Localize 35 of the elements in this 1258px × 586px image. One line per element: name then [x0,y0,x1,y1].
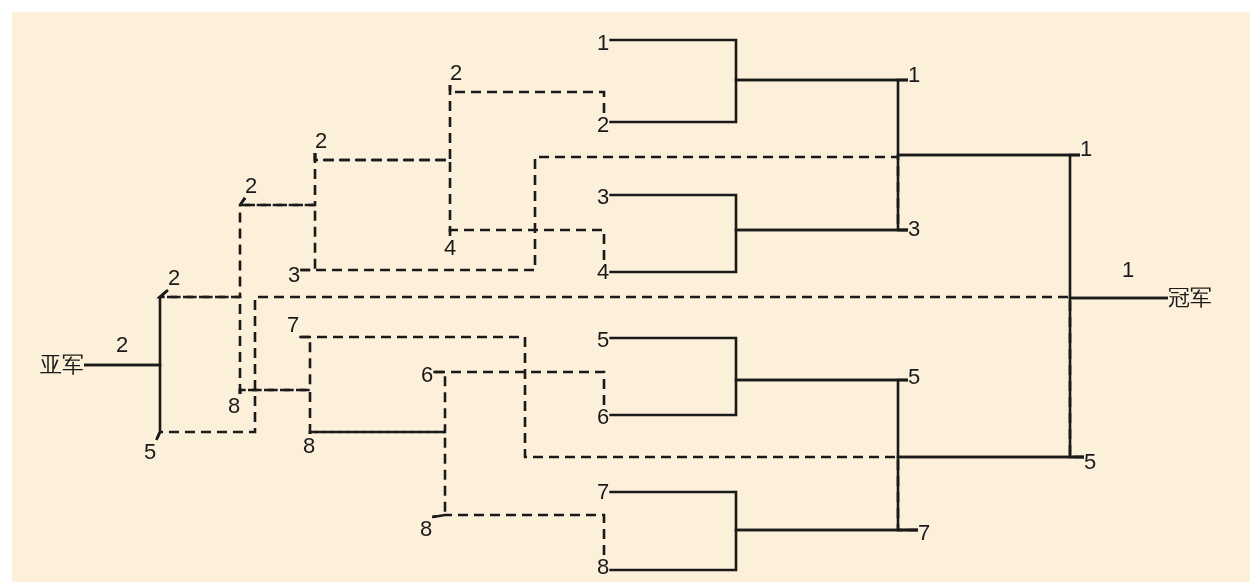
dashed-bracket-line [238,388,312,434]
team-number: 2 [315,129,328,153]
dashed-bracket-line [448,228,606,260]
team-number: 7 [597,480,610,504]
bracket-line [1068,296,1168,459]
team-number: 3 [597,185,610,209]
team-number: 8 [303,434,316,458]
team-number: 2 [450,61,463,85]
team-number: 1 [908,63,921,87]
team-number: 2 [168,266,181,290]
score-label: 2 [116,333,129,357]
place-label: 冠军 [1168,286,1212,310]
team-number: 4 [597,260,610,284]
team-number: 5 [597,328,610,352]
team-number: 1 [597,31,610,55]
team-number: 6 [421,363,434,387]
team-number: 7 [918,521,931,545]
team-number: 8 [420,517,433,541]
team-number: 7 [287,313,300,337]
place-label: 亚军 [40,353,84,377]
team-number: 2 [245,174,258,198]
team-number: 5 [1084,450,1097,474]
bracket-line [84,363,162,441]
team-number: 2 [597,113,610,137]
team-number: 5 [144,440,157,464]
score-label: 1 [1122,258,1135,282]
team-number: 4 [444,236,457,260]
team-number: 6 [597,405,610,429]
team-number: 1 [1080,137,1093,161]
team-number: 3 [908,217,921,241]
team-number: 8 [597,555,610,579]
team-number: 5 [908,365,921,389]
team-number: 8 [228,394,241,418]
team-number: 3 [288,263,301,287]
dashed-bracket-line [308,430,447,519]
